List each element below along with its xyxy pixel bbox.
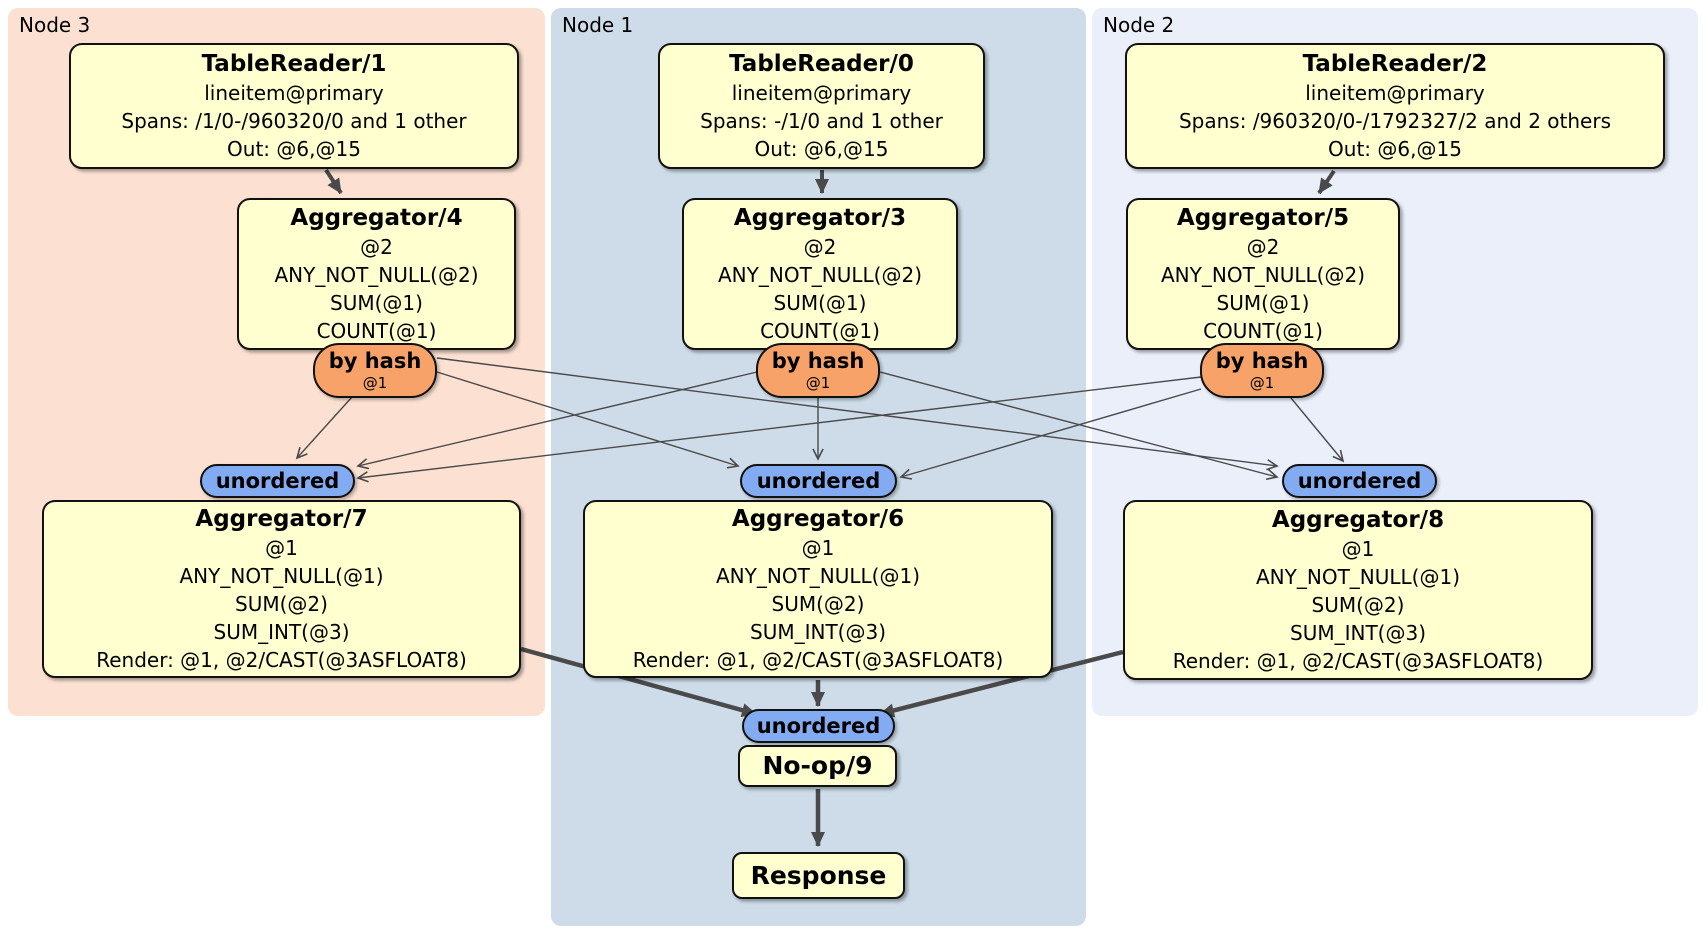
- box-line: SUM(@1): [1216, 291, 1310, 315]
- sync-unordered-node2: unordered: [1282, 464, 1437, 498]
- box-line: lineitem@primary: [731, 81, 912, 105]
- box-line: Out: @6,@15: [227, 137, 361, 161]
- box-line: ANY_NOT_NULL(@2): [274, 263, 479, 287]
- box-line: Out: @6,@15: [1328, 137, 1462, 161]
- box-title: Aggregator/5: [1176, 205, 1350, 231]
- router-label: by hash: [771, 349, 865, 373]
- box-line: @2: [803, 235, 837, 259]
- sync-unordered-node1: unordered: [740, 464, 897, 498]
- box-line: ANY_NOT_NULL(@1): [1256, 565, 1460, 589]
- router-label: by hash: [328, 349, 422, 373]
- box-line: @1: [265, 536, 298, 560]
- box-line: ANY_NOT_NULL(@1): [716, 564, 920, 588]
- region-label-node-2: Node 2: [1103, 13, 1175, 37]
- box-aggregator-4: Aggregator/4 @2 ANY_NOT_NULL(@2) SUM(@1)…: [237, 198, 516, 350]
- box-title: Aggregator/4: [290, 205, 463, 231]
- box-line: COUNT(@1): [316, 319, 437, 343]
- box-line: Spans: /960320/0-/1792327/2 and 2 others: [1178, 109, 1611, 133]
- box-tablereader-0: TableReader/0 lineitem@primary Spans: -/…: [658, 43, 985, 169]
- box-line: SUM(@2): [1311, 593, 1405, 617]
- box-line: COUNT(@1): [1203, 319, 1323, 343]
- box-line: Render: @1, @2/CAST(@3ASFLOAT8): [96, 648, 467, 672]
- router-stream: @1: [1249, 374, 1275, 392]
- box-line: SUM_INT(@3): [750, 620, 886, 644]
- box-title: No-op/9: [762, 751, 873, 780]
- box-line: Render: @1, @2/CAST(@3ASFLOAT8): [632, 648, 1004, 672]
- box-line: ANY_NOT_NULL(@1): [179, 564, 384, 588]
- box-title: Aggregator/8: [1271, 507, 1445, 533]
- router-stream: @1: [805, 374, 831, 392]
- router-label: by hash: [1215, 349, 1309, 373]
- box-title: Response: [750, 860, 887, 890]
- sync-unordered-final: unordered: [742, 709, 895, 743]
- box-aggregator-7: Aggregator/7 @1 ANY_NOT_NULL(@1) SUM(@2)…: [42, 500, 521, 678]
- box-line: Spans: /1/0-/960320/0 and 1 other: [121, 109, 467, 133]
- region-label-node-3: Node 3: [19, 13, 91, 37]
- box-line: SUM(@1): [330, 291, 423, 315]
- router-by-hash-node2: by hash @1: [1200, 343, 1324, 398]
- box-line: lineitem@primary: [1305, 81, 1485, 105]
- box-title: TableReader/2: [1302, 51, 1488, 77]
- box-line: Spans: -/1/0 and 1 other: [700, 109, 943, 133]
- box-aggregator-5: Aggregator/5 @2 ANY_NOT_NULL(@2) SUM(@1)…: [1126, 198, 1400, 350]
- box-tablereader-1: TableReader/1 lineitem@primary Spans: /1…: [69, 43, 519, 169]
- box-title: Aggregator/6: [731, 506, 905, 532]
- box-title: TableReader/1: [201, 51, 387, 77]
- box-line: SUM_INT(@3): [213, 620, 350, 644]
- box-title: Aggregator/7: [195, 506, 368, 532]
- box-line: @2: [360, 235, 393, 259]
- box-line: @2: [1246, 235, 1280, 259]
- box-aggregator-3: Aggregator/3 @2 ANY_NOT_NULL(@2) SUM(@1)…: [682, 198, 958, 350]
- sync-unordered-node3: unordered: [200, 464, 355, 498]
- box-response: Response: [732, 852, 905, 899]
- box-line: Out: @6,@15: [754, 137, 889, 161]
- region-label-node-1: Node 1: [562, 13, 634, 37]
- box-line: ANY_NOT_NULL(@2): [718, 263, 922, 287]
- router-by-hash-node3: by hash @1: [313, 343, 437, 398]
- box-line: SUM(@1): [773, 291, 867, 315]
- box-line: SUM_INT(@3): [1290, 621, 1426, 645]
- box-aggregator-6: Aggregator/6 @1 ANY_NOT_NULL(@1) SUM(@2)…: [583, 500, 1053, 678]
- box-line: SUM(@2): [235, 592, 328, 616]
- box-noop-9: No-op/9: [738, 745, 897, 787]
- box-tablereader-2: TableReader/2 lineitem@primary Spans: /9…: [1125, 43, 1665, 169]
- box-line: @1: [801, 536, 835, 560]
- box-title: TableReader/0: [729, 51, 914, 77]
- box-line: Render: @1, @2/CAST(@3ASFLOAT8): [1172, 649, 1544, 673]
- router-by-hash-node1: by hash @1: [756, 343, 880, 398]
- box-line: COUNT(@1): [760, 319, 880, 343]
- box-title: Aggregator/3: [733, 205, 907, 231]
- box-line: ANY_NOT_NULL(@2): [1161, 263, 1365, 287]
- box-aggregator-8: Aggregator/8 @1 ANY_NOT_NULL(@1) SUM(@2)…: [1123, 500, 1593, 680]
- router-stream: @1: [362, 374, 388, 392]
- box-line: lineitem@primary: [204, 81, 384, 105]
- box-line: SUM(@2): [771, 592, 865, 616]
- box-line: @1: [1341, 537, 1375, 561]
